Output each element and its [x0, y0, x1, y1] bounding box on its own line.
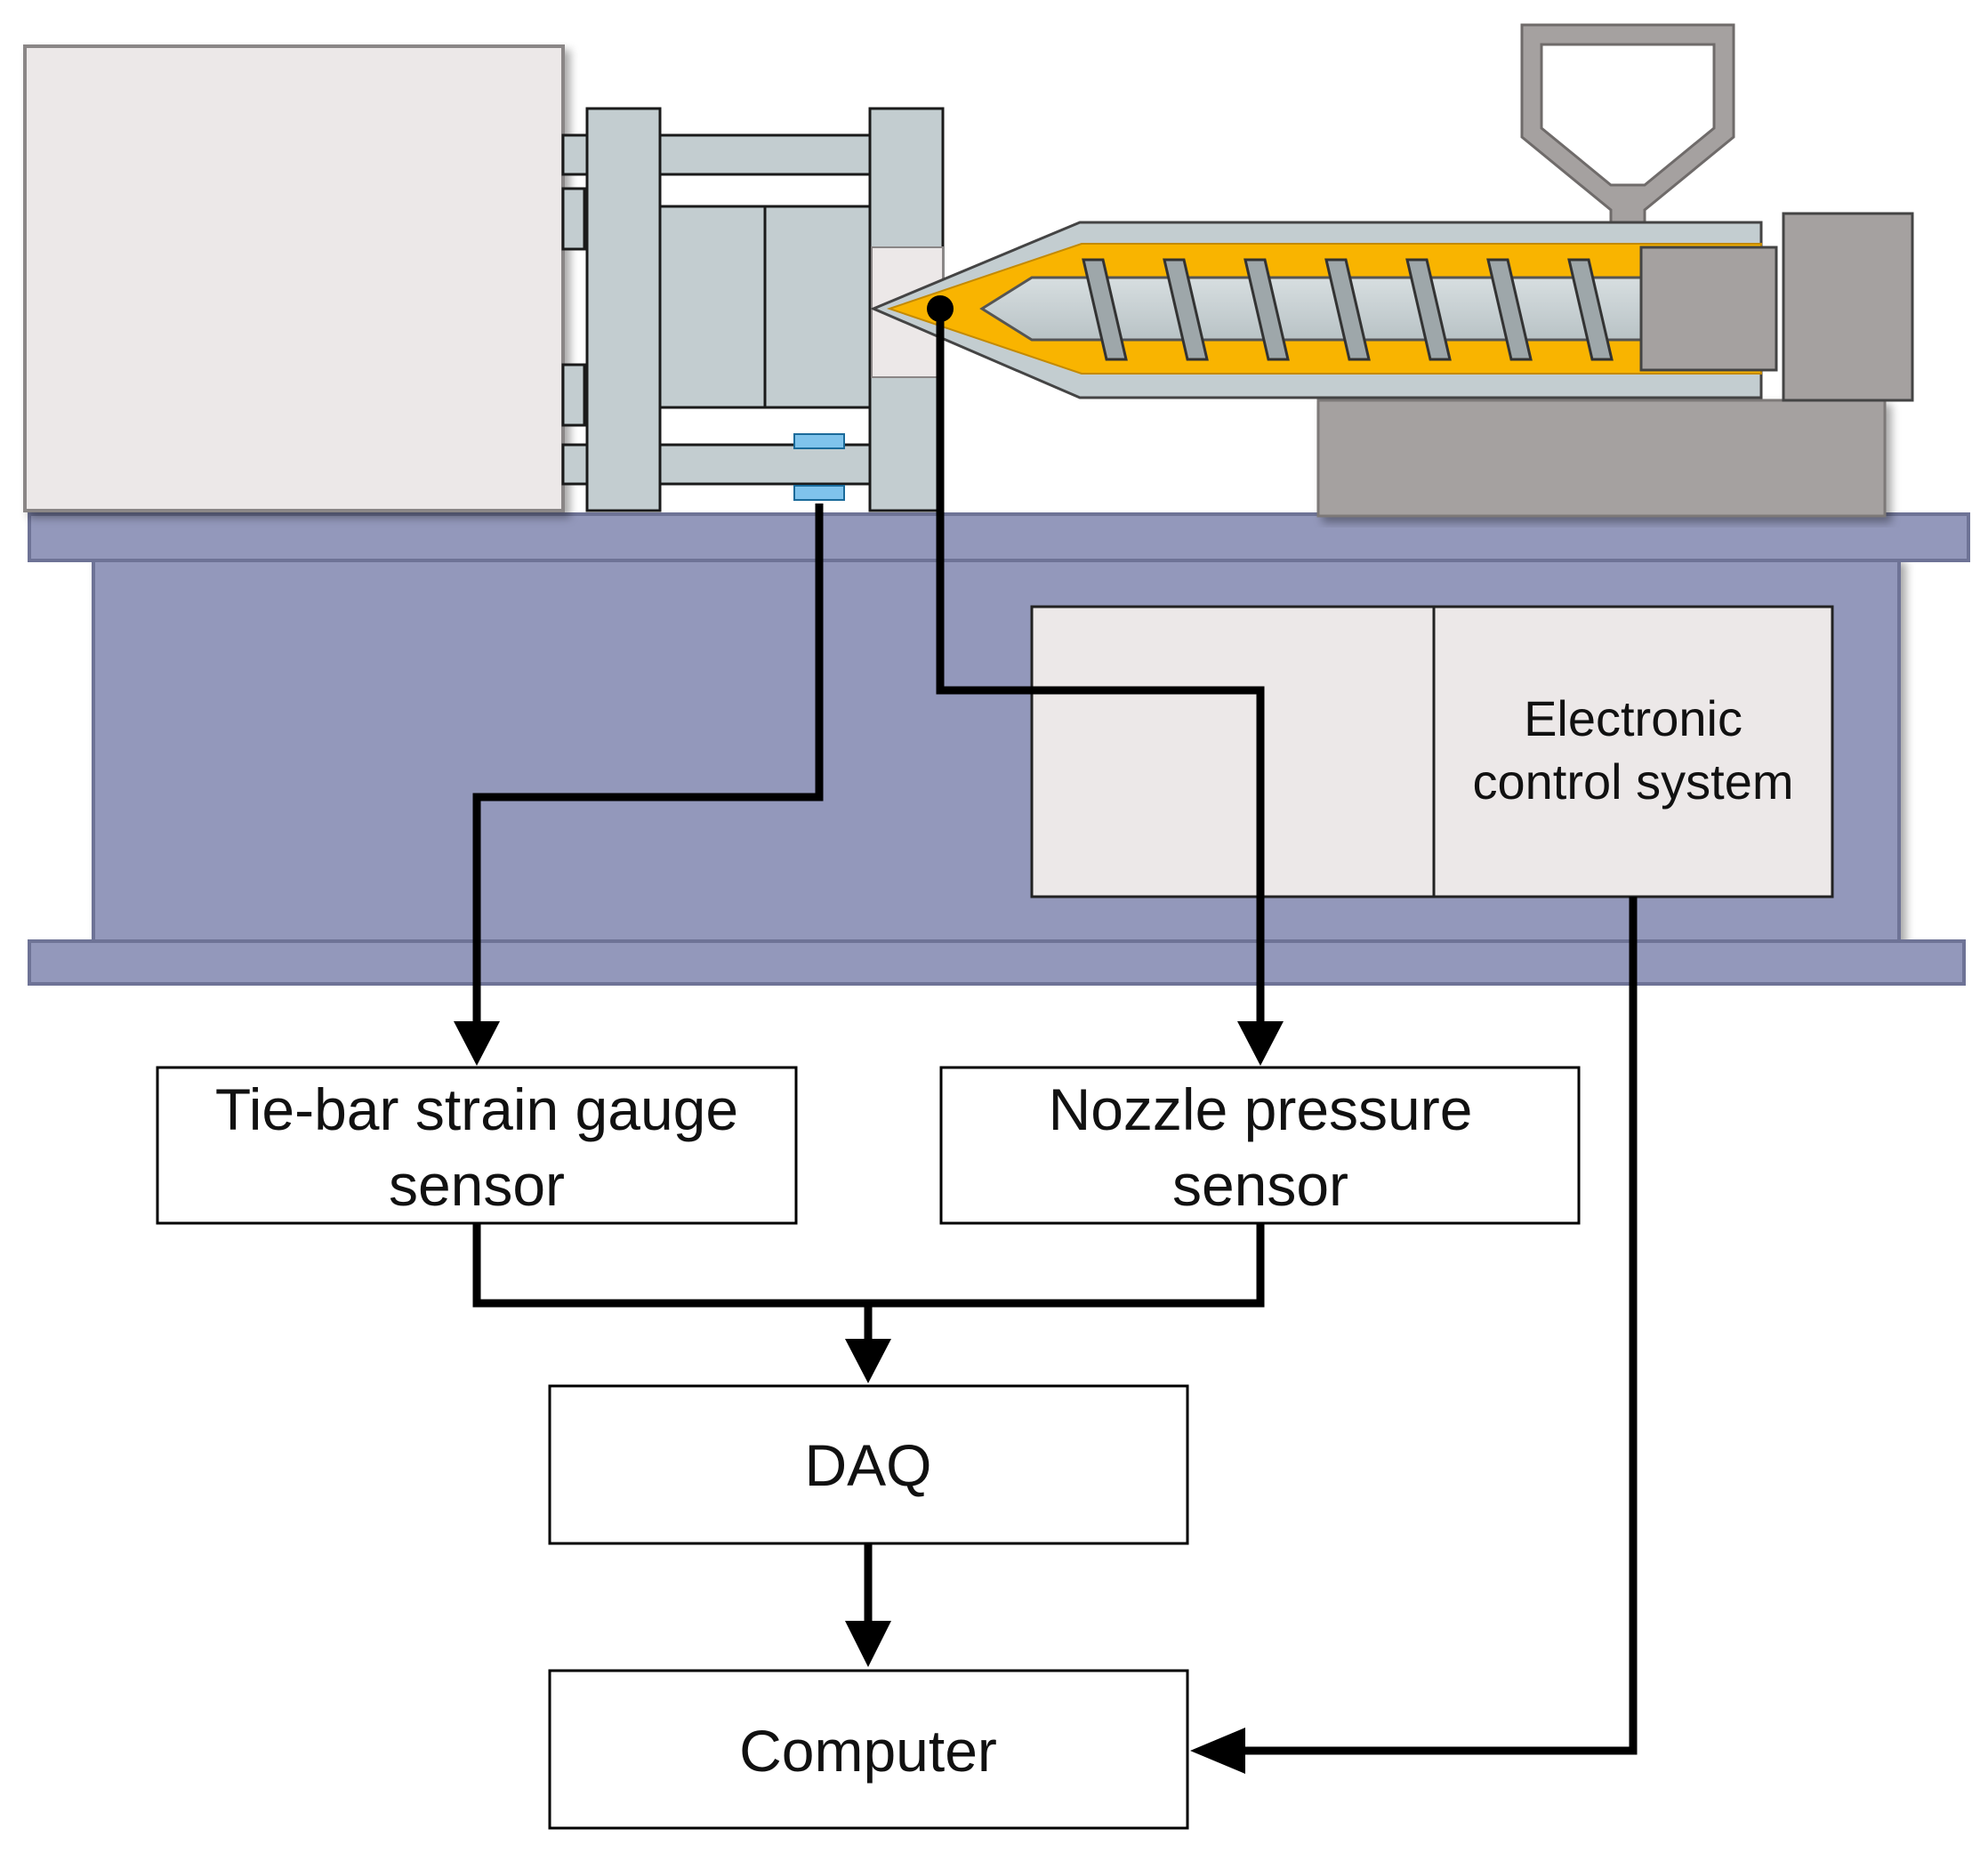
mold-half-right — [763, 205, 872, 409]
tie-bar-upper-inner — [561, 187, 586, 251]
cabinet-right-panel — [1432, 605, 1834, 898]
arrowheads — [454, 1021, 1284, 1774]
control-cabinet: Electronic control system — [1030, 605, 1834, 898]
electronic-control-label-line2: control system — [1473, 753, 1794, 810]
daq-box: DAQ — [548, 1384, 1189, 1545]
computer-box: Computer — [548, 1669, 1189, 1830]
tie-bar-sensor-box: Tie-bar strain gauge sensor — [156, 1066, 798, 1225]
nozzle-sensor-label-line2: sensor — [1172, 1152, 1348, 1218]
injection-carriage — [1316, 399, 1887, 518]
arrow-down-icon — [845, 1339, 891, 1383]
tie-bar-sensor-label-line1: Tie-bar strain gauge — [215, 1076, 738, 1142]
nozzle-signal-line — [936, 309, 1265, 1027]
screw-drive — [1639, 246, 1778, 372]
electronic-control-label-line1: Electronic — [1524, 690, 1743, 746]
signal-lines — [472, 309, 1638, 1755]
screw-flights — [1082, 258, 1614, 361]
clamp-housing — [23, 44, 565, 512]
nozzle-sensor-box: Nozzle pressure sensor — [939, 1066, 1581, 1225]
strain-gauge-icon — [793, 485, 845, 501]
nozzle-sensor-label-line1: Nozzle pressure — [1049, 1076, 1473, 1142]
arrow-down-icon — [454, 1021, 500, 1066]
motor — [1782, 212, 1914, 402]
computer-label: Computer — [739, 1718, 997, 1784]
base-top-rail — [28, 512, 1970, 562]
tie-bar-sensor-label-line2: sensor — [389, 1152, 565, 1218]
mold-half-left — [658, 205, 767, 409]
tie-bar-signal-line — [472, 504, 824, 1027]
arrow-down-icon — [1237, 1021, 1284, 1066]
cabinet-left-panel — [1030, 605, 1436, 898]
sensor-merge-line — [472, 1223, 1265, 1308]
daq-label: DAQ — [804, 1432, 931, 1498]
arrow-down-icon — [845, 1621, 891, 1667]
moving-platen — [585, 107, 662, 512]
control-to-computer-line — [1241, 897, 1638, 1755]
arrow-left-icon — [1190, 1728, 1245, 1774]
tie-bar-lower-inner — [561, 363, 586, 427]
strain-gauge-icon — [793, 433, 845, 449]
injection-unit — [870, 23, 1914, 518]
screw — [979, 276, 1647, 342]
base-bottom-rail — [28, 939, 1966, 986]
hopper-icon — [1520, 23, 1735, 244]
